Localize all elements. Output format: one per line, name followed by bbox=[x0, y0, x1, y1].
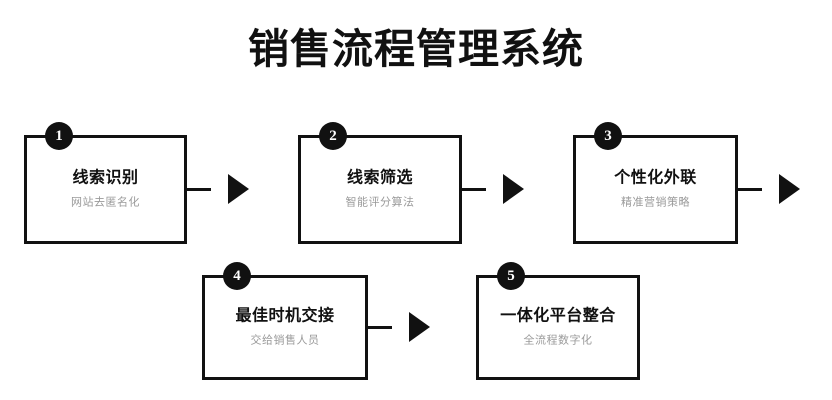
connector-line-1-to-2 bbox=[187, 188, 211, 191]
flow-step-box-5[interactable]: 一体化平台整合 全流程数字化 bbox=[476, 275, 640, 380]
flow-step-content-3: 个性化外联 精准营销策略 bbox=[576, 167, 735, 210]
arrow-icon-2-to-3 bbox=[503, 174, 524, 204]
connector-line-2-to-3 bbox=[462, 188, 486, 191]
step-number-badge-5: 5 bbox=[497, 262, 525, 290]
flow-step-subtitle-5: 全流程数字化 bbox=[523, 334, 593, 347]
flow-step-subtitle-4: 交给销售人员 bbox=[250, 334, 320, 347]
flow-step-subtitle-1: 网站去匿名化 bbox=[71, 196, 140, 209]
step-number-badge-3: 3 bbox=[594, 122, 622, 150]
flow-step-subtitle-3: 精准营销策略 bbox=[621, 196, 690, 209]
flow-step-content-1: 线索识别 网站去匿名化 bbox=[27, 167, 184, 210]
flow-step-box-1[interactable]: 线索识别 网站去匿名化 bbox=[24, 135, 187, 244]
connector-line-3-to-4 bbox=[738, 188, 762, 191]
connector-line-4-to-5 bbox=[368, 326, 392, 329]
arrow-icon-3-to-4 bbox=[779, 174, 800, 204]
step-number-badge-4: 4 bbox=[223, 262, 251, 290]
flow-step-title-2: 线索筛选 bbox=[346, 169, 413, 187]
step-number-badge-1: 1 bbox=[45, 122, 73, 150]
arrow-icon-1-to-2 bbox=[228, 174, 249, 204]
flow-step-title-4: 最佳时机交接 bbox=[235, 307, 335, 325]
arrow-icon-4-to-5 bbox=[409, 312, 430, 342]
flow-step-subtitle-2: 智能评分算法 bbox=[345, 196, 415, 209]
page-title: 销售流程管理系统 bbox=[248, 26, 584, 72]
flow-step-content-5: 一体化平台整合 全流程数字化 bbox=[479, 305, 637, 348]
step-number-badge-2: 2 bbox=[319, 122, 347, 150]
flow-step-box-3[interactable]: 个性化外联 精准营销策略 bbox=[573, 135, 738, 244]
flow-step-box-2[interactable]: 线索筛选 智能评分算法 bbox=[298, 135, 462, 244]
flow-step-box-4[interactable]: 最佳时机交接 交给销售人员 bbox=[202, 275, 368, 380]
flow-step-title-3: 个性化外联 bbox=[614, 169, 697, 187]
flow-step-content-4: 最佳时机交接 交给销售人员 bbox=[205, 305, 365, 348]
flow-step-title-5: 一体化平台整合 bbox=[500, 307, 616, 325]
flow-step-title-1: 线索识别 bbox=[72, 169, 139, 187]
flow-step-content-2: 线索筛选 智能评分算法 bbox=[301, 167, 459, 210]
